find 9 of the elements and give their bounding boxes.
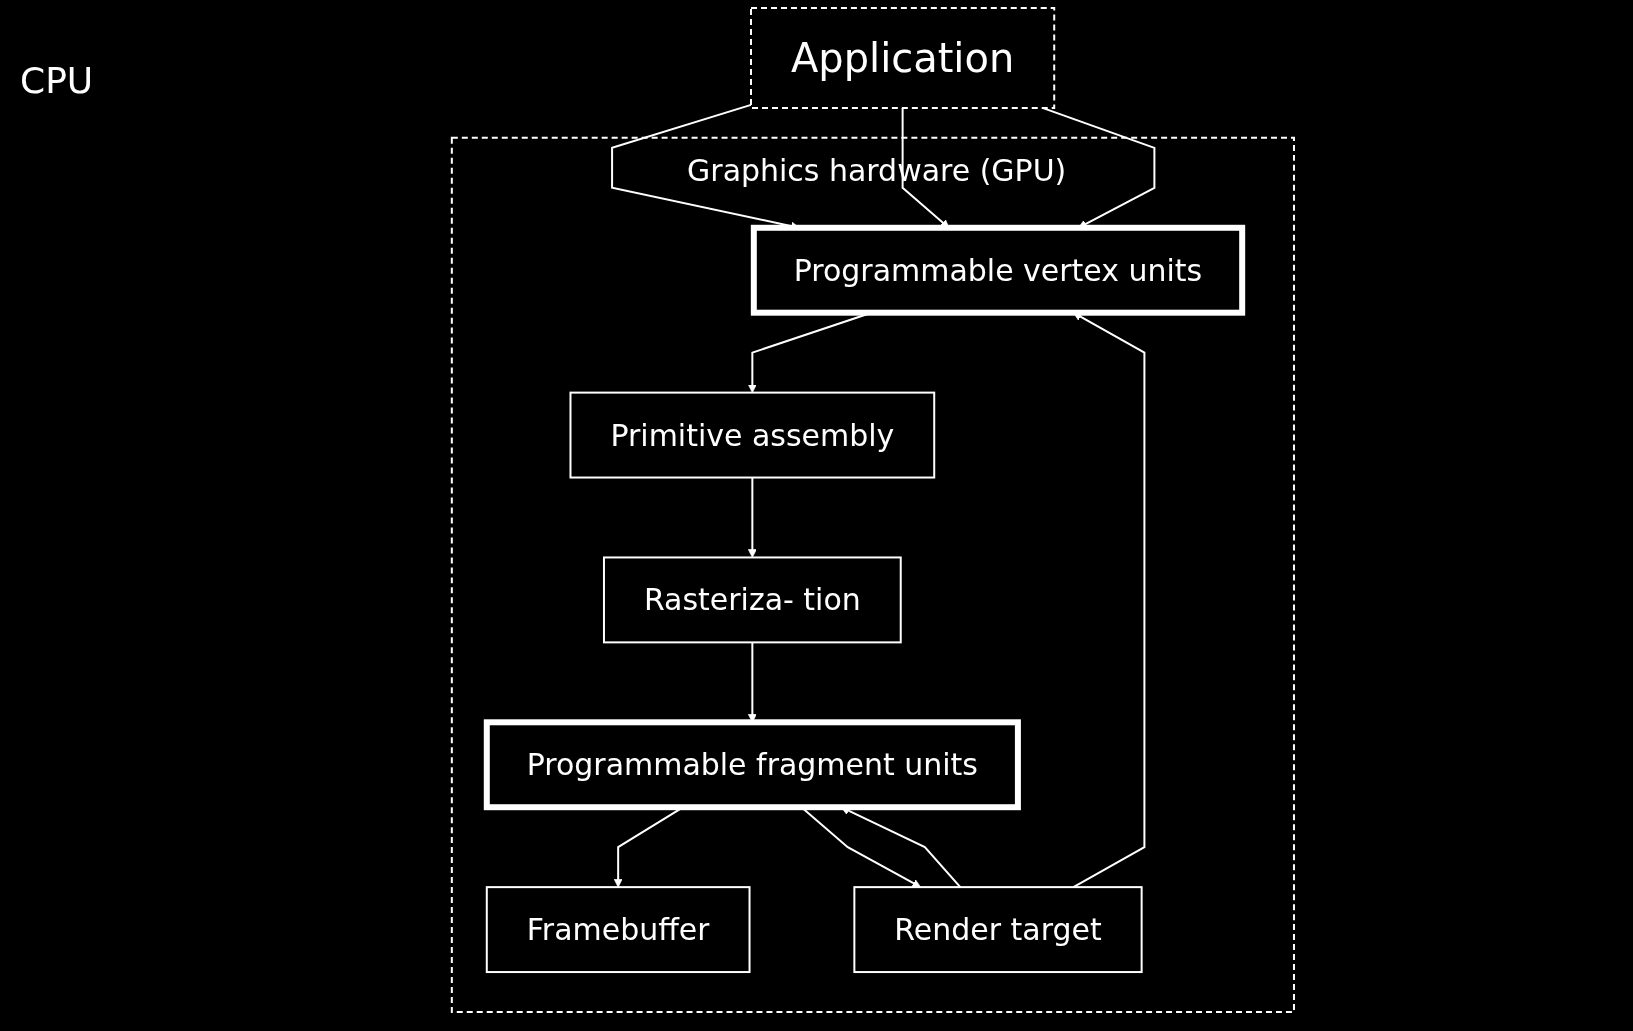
node-box: Application bbox=[750, 7, 1056, 109]
node-box: Rasteriza- tion bbox=[603, 556, 902, 644]
side-label: CPU bbox=[20, 60, 94, 101]
node-box: Programmable fragment units bbox=[484, 719, 1022, 811]
node-box: Primitive assembly bbox=[569, 391, 936, 479]
node-box: Render target bbox=[853, 886, 1143, 974]
arrow bbox=[748, 476, 757, 558]
node-box: Programmable vertex units bbox=[751, 224, 1246, 316]
node-box: Framebuffer bbox=[486, 886, 751, 974]
